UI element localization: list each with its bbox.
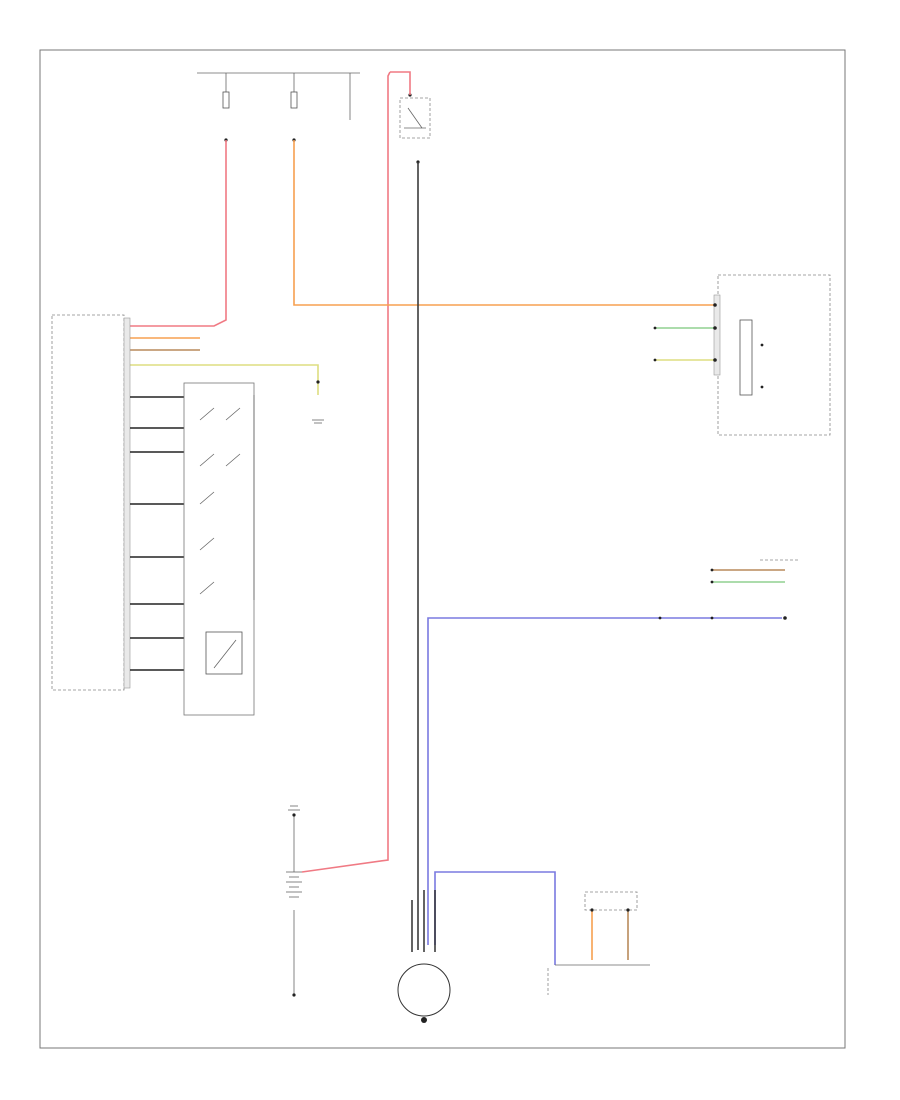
switch-icon <box>199 581 215 595</box>
switch-icon <box>199 407 241 421</box>
diagram-frame <box>39 49 846 1049</box>
yellow-wire-ground <box>128 364 319 395</box>
orange-wire-cluster <box>293 140 715 306</box>
sensor-connector <box>547 891 638 995</box>
brake-switch-icon <box>205 631 243 675</box>
ecu-connector-stubs <box>128 337 200 351</box>
switch-icon <box>199 453 241 467</box>
engine-control-module <box>51 314 184 691</box>
ecu-pin-rows <box>130 396 184 671</box>
relay-icon <box>399 97 431 139</box>
instrument-cluster <box>653 274 831 436</box>
ground-icon <box>288 805 300 811</box>
switch-icon <box>199 491 215 505</box>
fuse-icon <box>290 91 298 109</box>
red-wire-ecu <box>128 140 227 327</box>
blue-wire-brake-module <box>427 617 782 945</box>
battery-icon <box>286 813 302 997</box>
switch-icon <box>199 537 215 551</box>
brake-electronics-module <box>658 559 800 620</box>
red-wire-battery <box>301 71 411 873</box>
generator-icon <box>397 890 451 1023</box>
switch-block <box>183 382 255 716</box>
top-power-distribution <box>197 72 431 164</box>
ground-icon <box>312 380 324 424</box>
blue-wire-sensor <box>434 871 556 965</box>
fuse-icon <box>222 91 230 109</box>
